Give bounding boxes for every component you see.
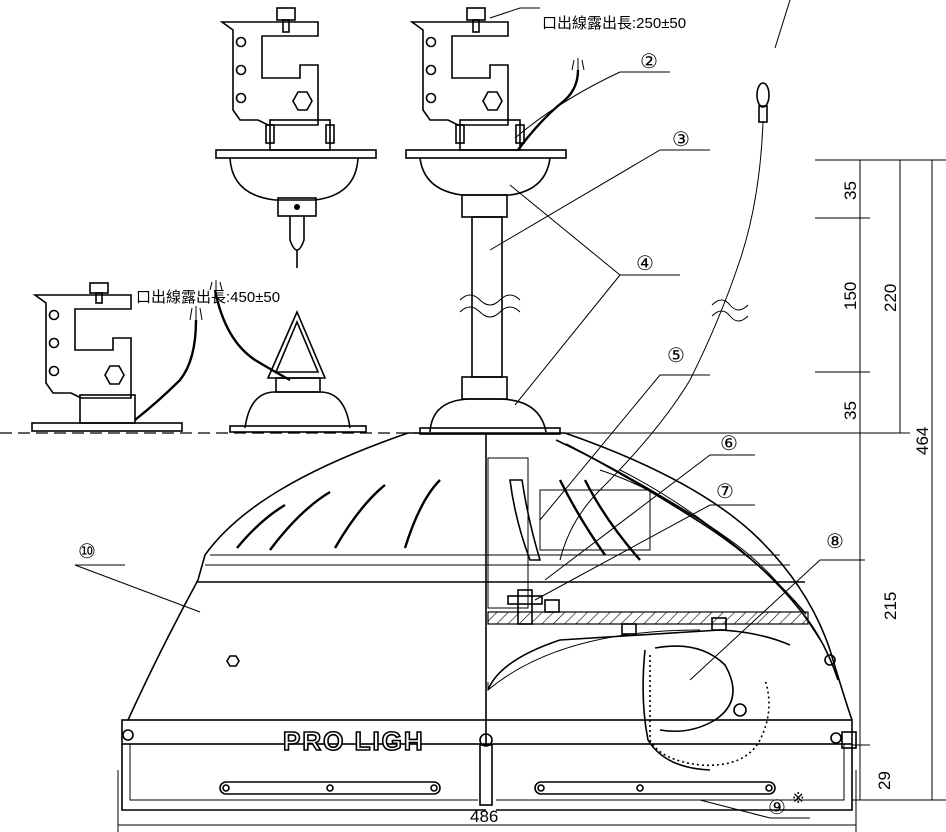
dim-220: 220 xyxy=(881,284,900,312)
dim-486: 486 xyxy=(470,807,498,826)
dimension-lines xyxy=(117,159,946,832)
dim-464: 464 xyxy=(913,427,932,455)
callout-5: ⑤ xyxy=(667,345,685,367)
dim-215: 215 xyxy=(881,592,900,620)
fixture-body xyxy=(121,432,857,811)
leader-lines xyxy=(74,7,865,819)
callout-8: ⑧ xyxy=(826,531,844,553)
clamp-mount-hook xyxy=(215,7,377,268)
callout-4: ④ xyxy=(636,253,654,275)
hook-pendant-cup xyxy=(209,280,367,433)
callout-7: ⑦ xyxy=(716,481,734,503)
dim-35-bottom: 35 xyxy=(841,401,860,420)
callout-9: ⑨ xyxy=(768,797,786,819)
clamp-mount-surface xyxy=(31,282,203,432)
callout-6: ⑥ xyxy=(720,433,738,455)
cable-length-note-250: 口出線露出長:250±50 xyxy=(542,15,686,32)
dim-150: 150 xyxy=(841,282,860,310)
callout-3: ③ xyxy=(672,129,690,151)
brand-logo-text: PRO LIGH xyxy=(283,726,425,756)
dim-35-top: 35 xyxy=(841,181,860,200)
safety-wire xyxy=(559,0,791,561)
clamp-mount-pipe xyxy=(405,7,585,435)
cable-length-note-450: 口出線露出長:450±50 xyxy=(136,289,280,306)
note-mark: ※ xyxy=(792,790,805,807)
dim-29: 29 xyxy=(875,771,894,790)
callout-10: ⑩ xyxy=(78,541,96,563)
callout-2: ② xyxy=(640,51,658,73)
